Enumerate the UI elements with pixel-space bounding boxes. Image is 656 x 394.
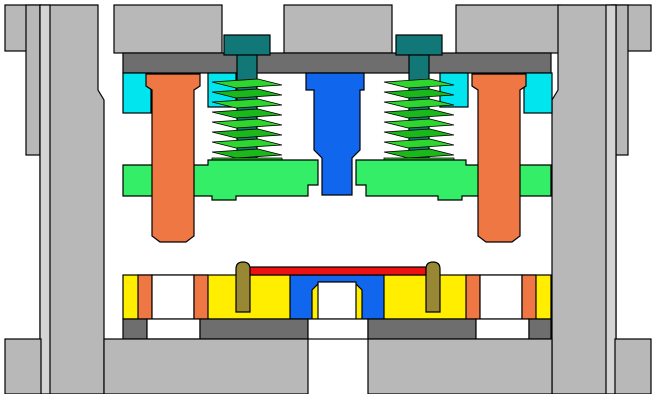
upper-bolster [4,4,652,156]
left-outer-bushing [137,274,153,320]
stripper-right-half [355,159,552,201]
workpiece-strip [247,266,427,276]
center-punch [305,72,365,196]
upper-frame-block-1 [113,4,223,54]
upper-frame-block-3 [455,4,561,54]
right-spring [383,78,455,163]
die-shoe-right [528,318,552,340]
die-shoe-gap-1 [146,318,201,340]
left-bolt-head [223,34,271,56]
bed-left [103,338,309,394]
lower-left-frame-block [4,338,42,394]
die-shoe-mid-left [199,318,309,340]
right-inner-bushing [465,274,481,320]
die-cavity [317,281,357,320]
upper-frame-block-2 [283,4,393,54]
right-bolt-head [395,34,443,56]
right-cyan-guide [523,72,553,114]
lower-bolster [4,338,652,394]
lower-die [122,274,552,320]
punch-holder-plate [122,52,552,74]
left-guide-rail [25,4,41,156]
left-column [39,4,105,394]
die-shoe-left [122,318,148,340]
guide-posts [145,73,527,243]
lower-right-frame-block [614,338,652,394]
right-pilot-pin [425,261,441,313]
left-pilot-pin [235,261,251,313]
right-outer-hole [479,274,523,320]
pilot-pins [235,261,441,313]
left-column-highlight [39,4,51,394]
side-columns [39,4,617,394]
right-outer-bushing [521,274,537,320]
die-shoe-gap-2 [475,318,530,340]
die-shoe-gap-center [307,318,369,340]
left-inner-bushing [193,274,209,320]
right-column-highlight [605,4,617,394]
left-guide-post [145,73,201,243]
die-shoe [122,318,552,340]
bed-right [367,338,553,394]
inner-right-cyan-guide [439,72,469,108]
left-outer-hole [151,274,195,320]
right-guide-post [471,73,527,243]
die-shoe-mid-right [367,318,477,340]
